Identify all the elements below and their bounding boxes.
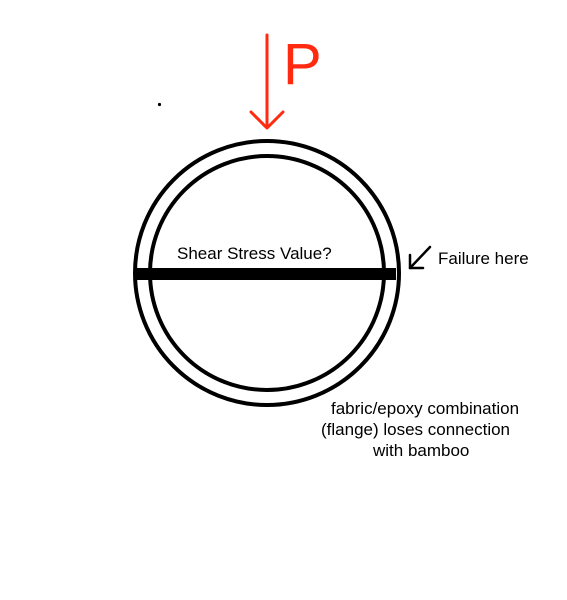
failure-label: Failure here (438, 249, 529, 268)
note-line-1: fabric/epoxy combination (331, 399, 519, 418)
load-arrow-head (249, 110, 285, 130)
outer-wall-circle (133, 139, 401, 407)
failure-pointer-arrow (408, 245, 432, 270)
load-label: P (283, 32, 322, 97)
shear-stress-label: Shear Stress Value? (177, 244, 332, 263)
failure-arrow-head (408, 253, 425, 270)
note-line-2: (flange) loses connection (321, 420, 510, 439)
stray-dot (157, 102, 162, 107)
failure-arrow-shaft (408, 245, 432, 270)
load-arrow (249, 33, 285, 130)
flange-bar (137, 268, 396, 280)
note-line-3: with bamboo (372, 441, 469, 460)
